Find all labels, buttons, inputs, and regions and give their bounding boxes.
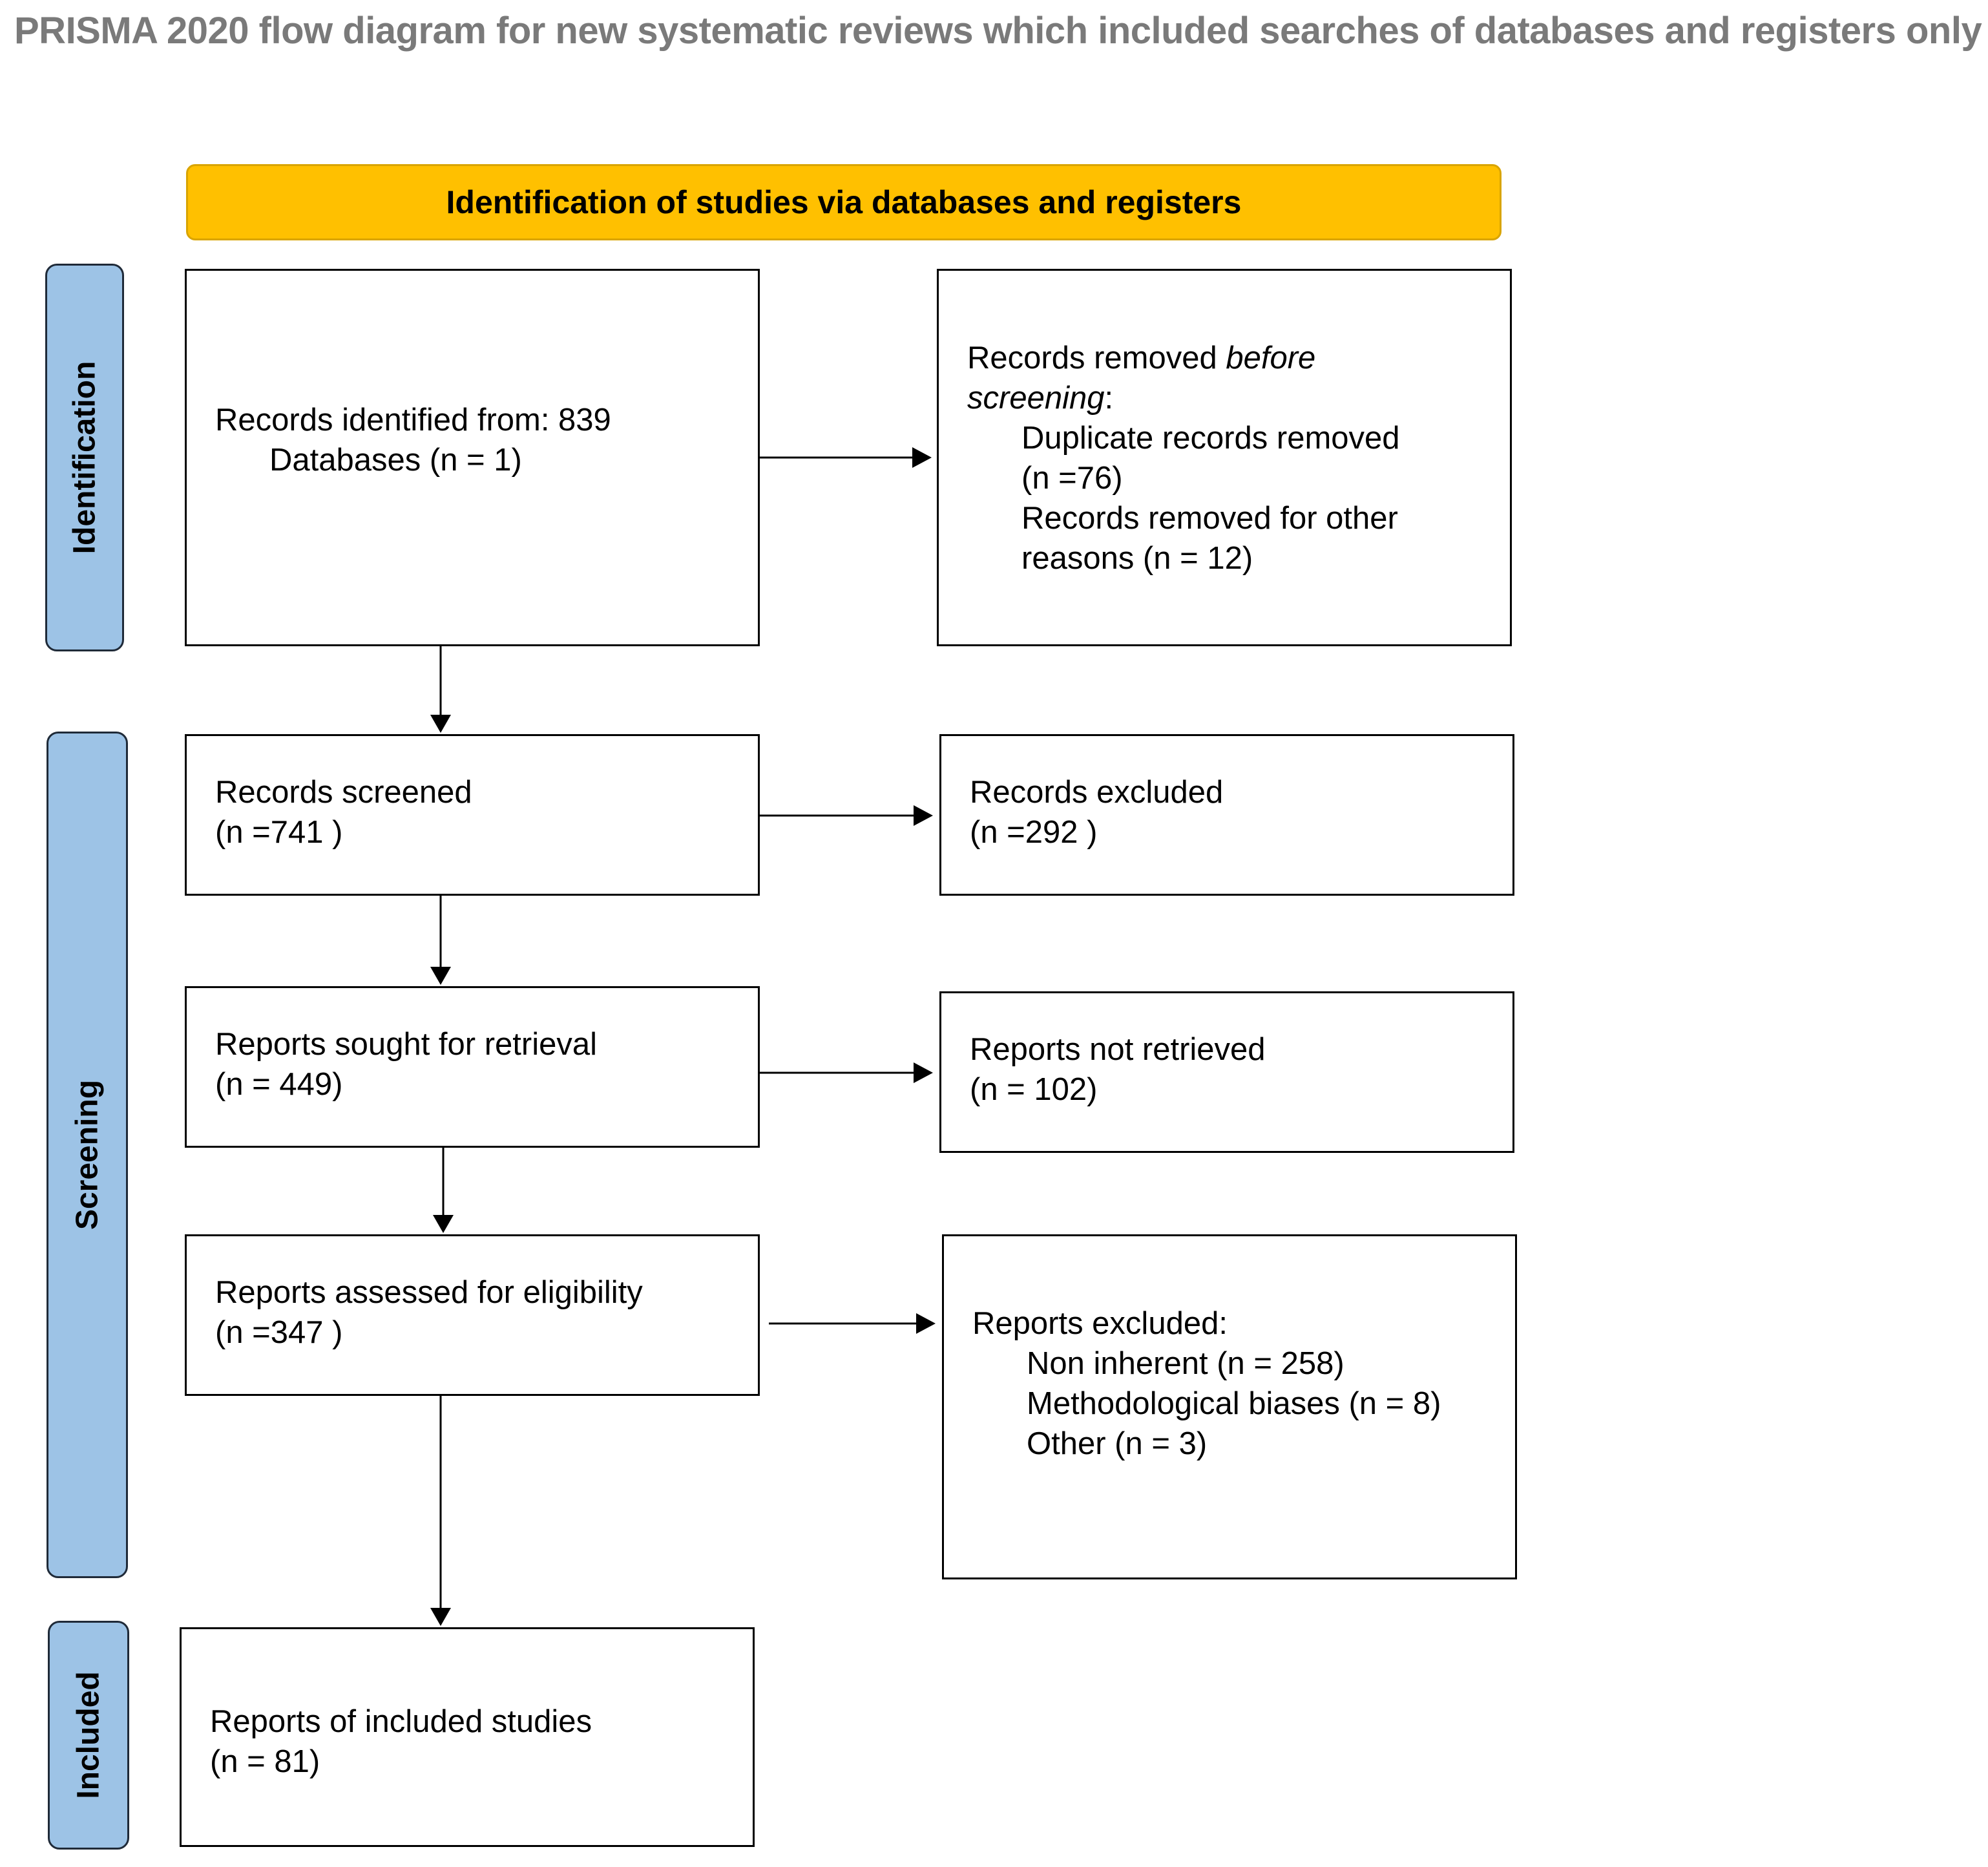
phase-identification: Identification: [45, 264, 124, 651]
reports-excluded-non-inherent: Non inherent (n = 258): [1027, 1346, 1345, 1381]
records-screened-box: Records screened (n =741 ): [185, 734, 760, 896]
records-removed-line2: screening:: [967, 381, 1114, 416]
reports-excluded-biases: Methodological biases (n = 8): [1027, 1386, 1441, 1421]
reports-assessed-box: Reports assessed for eligibility (n =347…: [185, 1234, 760, 1396]
reports-sought-count: (n = 449): [215, 1067, 343, 1102]
records-identified-line1: Records identified from: 839: [215, 403, 611, 438]
included-studies-box: Reports of included studies (n = 81): [180, 1627, 755, 1847]
records-screened-label: Records screened: [215, 775, 472, 810]
arrowhead-screened-to-sought: [430, 967, 451, 985]
records-excluded-label: Records excluded: [970, 775, 1224, 810]
records-identified-databases: Databases (n = 1): [269, 443, 522, 478]
records-removed-line1: Records removed before: [967, 341, 1316, 375]
arrowhead-identified-to-screened: [430, 715, 451, 733]
reports-assessed-count: (n =347 ): [215, 1315, 343, 1350]
included-studies-label: Reports of included studies: [210, 1704, 592, 1739]
arrowhead-sought-to-assessed: [433, 1215, 454, 1233]
reports-not-retrieved-count: (n = 102): [970, 1072, 1098, 1107]
reports-not-retrieved-label: Reports not retrieved: [970, 1032, 1266, 1067]
records-excluded-box: Records excluded (n =292 ): [939, 734, 1514, 896]
arrowhead-screened-to-excluded: [914, 805, 933, 826]
reports-sought-label: Reports sought for retrieval: [215, 1027, 597, 1062]
reports-excluded-label: Reports excluded:: [972, 1306, 1228, 1341]
records-identified-box: Records identified from: 839 Databases (…: [185, 269, 760, 646]
reports-sought-box: Reports sought for retrieval (n = 449): [185, 986, 760, 1148]
phase-included: Included: [48, 1621, 129, 1850]
records-removed-box: Records removed before screening: Duplic…: [937, 269, 1512, 646]
records-excluded-count: (n =292 ): [970, 815, 1098, 850]
identification-banner: Identification of studies via databases …: [186, 164, 1501, 240]
arrowhead-identified-to-removed: [912, 447, 932, 468]
included-studies-count: (n = 81): [210, 1744, 320, 1779]
phase-screening: Screening: [47, 732, 128, 1578]
arrowhead-assessed-to-included: [430, 1608, 451, 1626]
reports-excluded-box: Reports excluded: Non inherent (n = 258)…: [942, 1234, 1517, 1579]
arrowhead-sought-to-not-retrieved: [914, 1062, 933, 1083]
records-removed-duplicate: Duplicate records removed: [1021, 421, 1400, 456]
page-title: PRISMA 2020 flow diagram for new systema…: [14, 10, 1982, 52]
arrowhead-assessed-to-excluded: [916, 1313, 936, 1334]
records-removed-other-count: reasons (n = 12): [1021, 541, 1253, 576]
reports-excluded-other: Other (n = 3): [1027, 1426, 1208, 1461]
records-removed-other: Records removed for other: [1021, 501, 1398, 536]
records-removed-duplicate-count: (n =76): [1021, 461, 1123, 496]
records-screened-count: (n =741 ): [215, 815, 343, 850]
reports-not-retrieved-box: Reports not retrieved (n = 102): [939, 991, 1514, 1153]
reports-assessed-label: Reports assessed for eligibility: [215, 1275, 643, 1310]
